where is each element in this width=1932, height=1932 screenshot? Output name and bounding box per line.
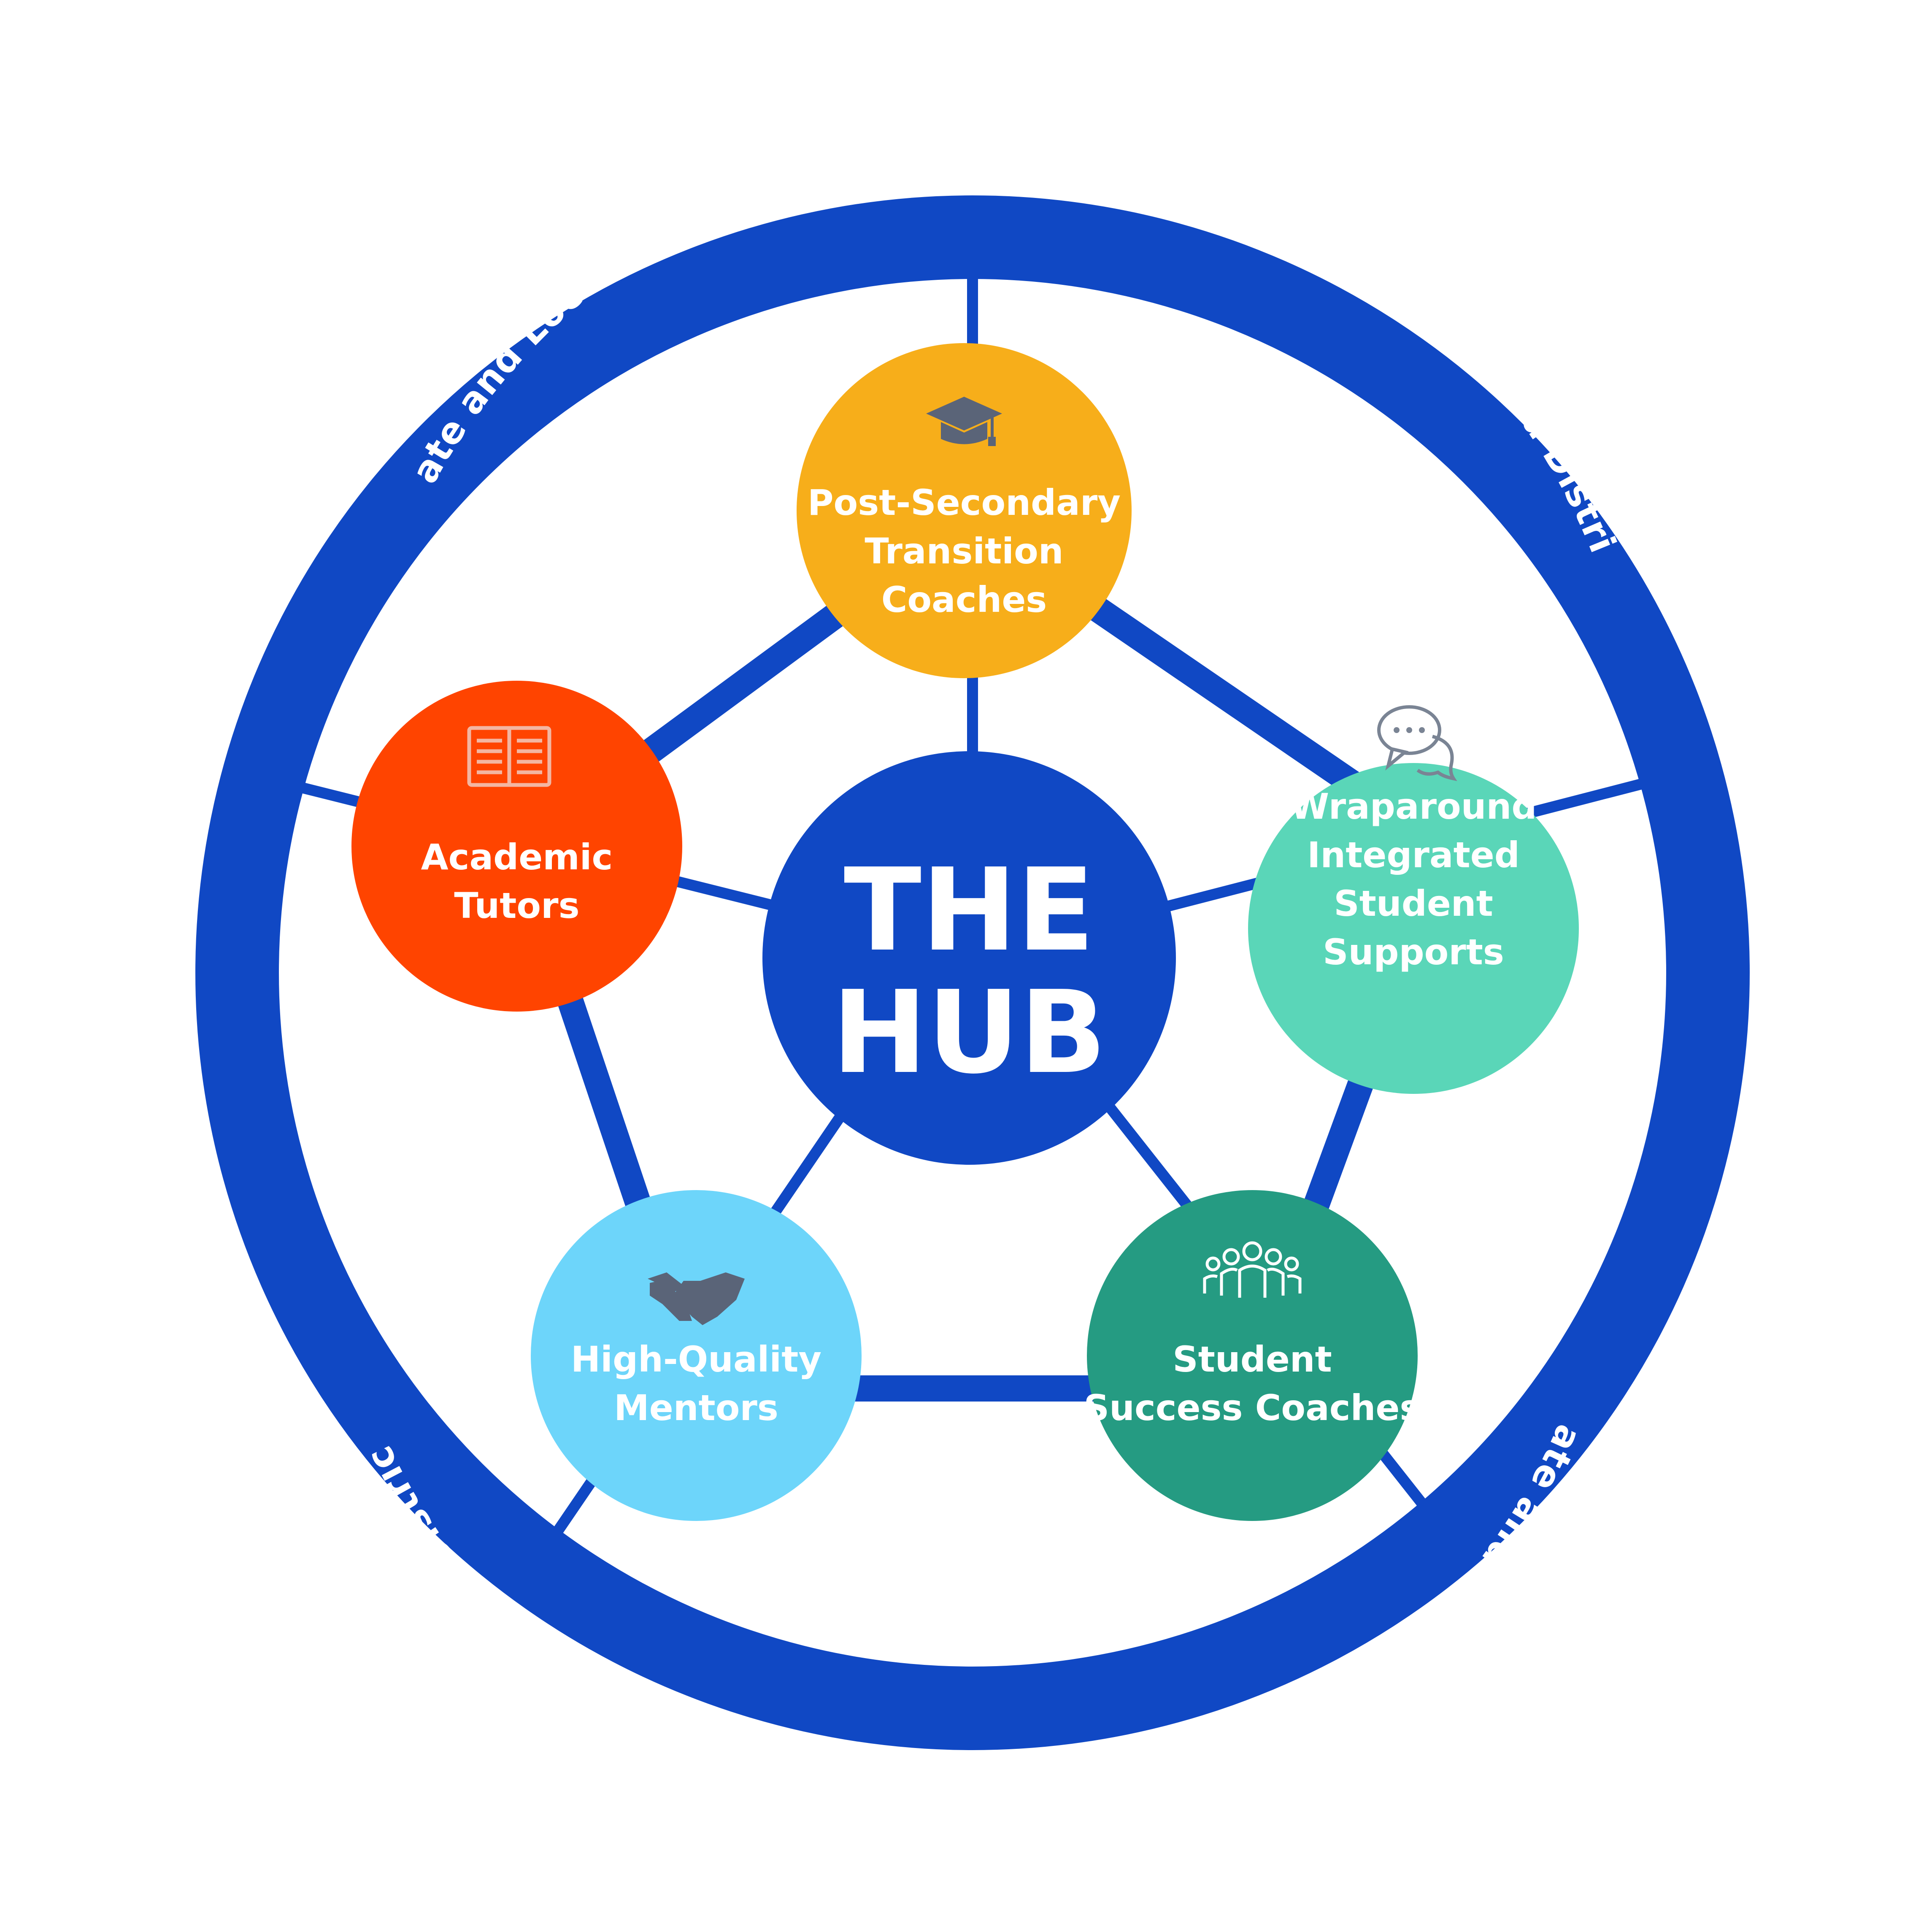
node-mentors-label-2: Mentors bbox=[614, 1387, 778, 1429]
hub-line-1: THE bbox=[844, 844, 1095, 977]
node-post-secondary: Post-Secondary Transition Coaches bbox=[797, 343, 1132, 678]
hub-circle bbox=[762, 751, 1176, 1165]
node-wraparound-label-3: Student bbox=[1334, 883, 1493, 924]
node-post-secondary-label-1: Post-Secondary bbox=[808, 482, 1121, 523]
node-student-success-label-1: Student bbox=[1173, 1339, 1332, 1380]
outer-ring bbox=[195, 195, 1750, 1750]
handshake-icon bbox=[648, 1272, 745, 1325]
chat-bubbles-icon bbox=[1377, 705, 1457, 781]
node-wraparound-label-1: Wraparound bbox=[1290, 786, 1537, 827]
node-post-secondary-label-3: Coaches bbox=[881, 579, 1047, 620]
node-wraparound: Wraparound Integrated Student Supports bbox=[1248, 705, 1579, 1094]
node-mentors-label-1: High-Quality bbox=[571, 1339, 821, 1380]
node-student-success: Student Success Coaches bbox=[1084, 1190, 1421, 1521]
node-mentors-circle bbox=[531, 1190, 862, 1521]
node-wraparound-label-2: Integrated bbox=[1307, 834, 1520, 876]
node-tutors-circle bbox=[351, 681, 682, 1012]
node-mentors: High-Quality Mentors bbox=[531, 1190, 862, 1521]
node-tutors-label-2: Tutors bbox=[454, 885, 579, 926]
node-student-success-circle bbox=[1087, 1190, 1418, 1521]
node-post-secondary-label-2: Transition bbox=[865, 530, 1063, 572]
node-tutors: Academic Tutors bbox=[351, 681, 682, 1012]
node-tutors-label-1: Academic bbox=[421, 836, 613, 878]
open-book-icon bbox=[467, 726, 551, 787]
graduation-cap-icon bbox=[926, 397, 1002, 446]
hub-line-2: HUB bbox=[832, 966, 1106, 1099]
people-group-icon bbox=[1203, 1241, 1302, 1298]
node-wraparound-circle bbox=[1248, 763, 1579, 1094]
node-student-success-label-2: Success Coaches bbox=[1084, 1387, 1421, 1429]
node-post-secondary-circle bbox=[797, 343, 1132, 678]
node-wraparound-label-4: Supports bbox=[1323, 931, 1504, 973]
